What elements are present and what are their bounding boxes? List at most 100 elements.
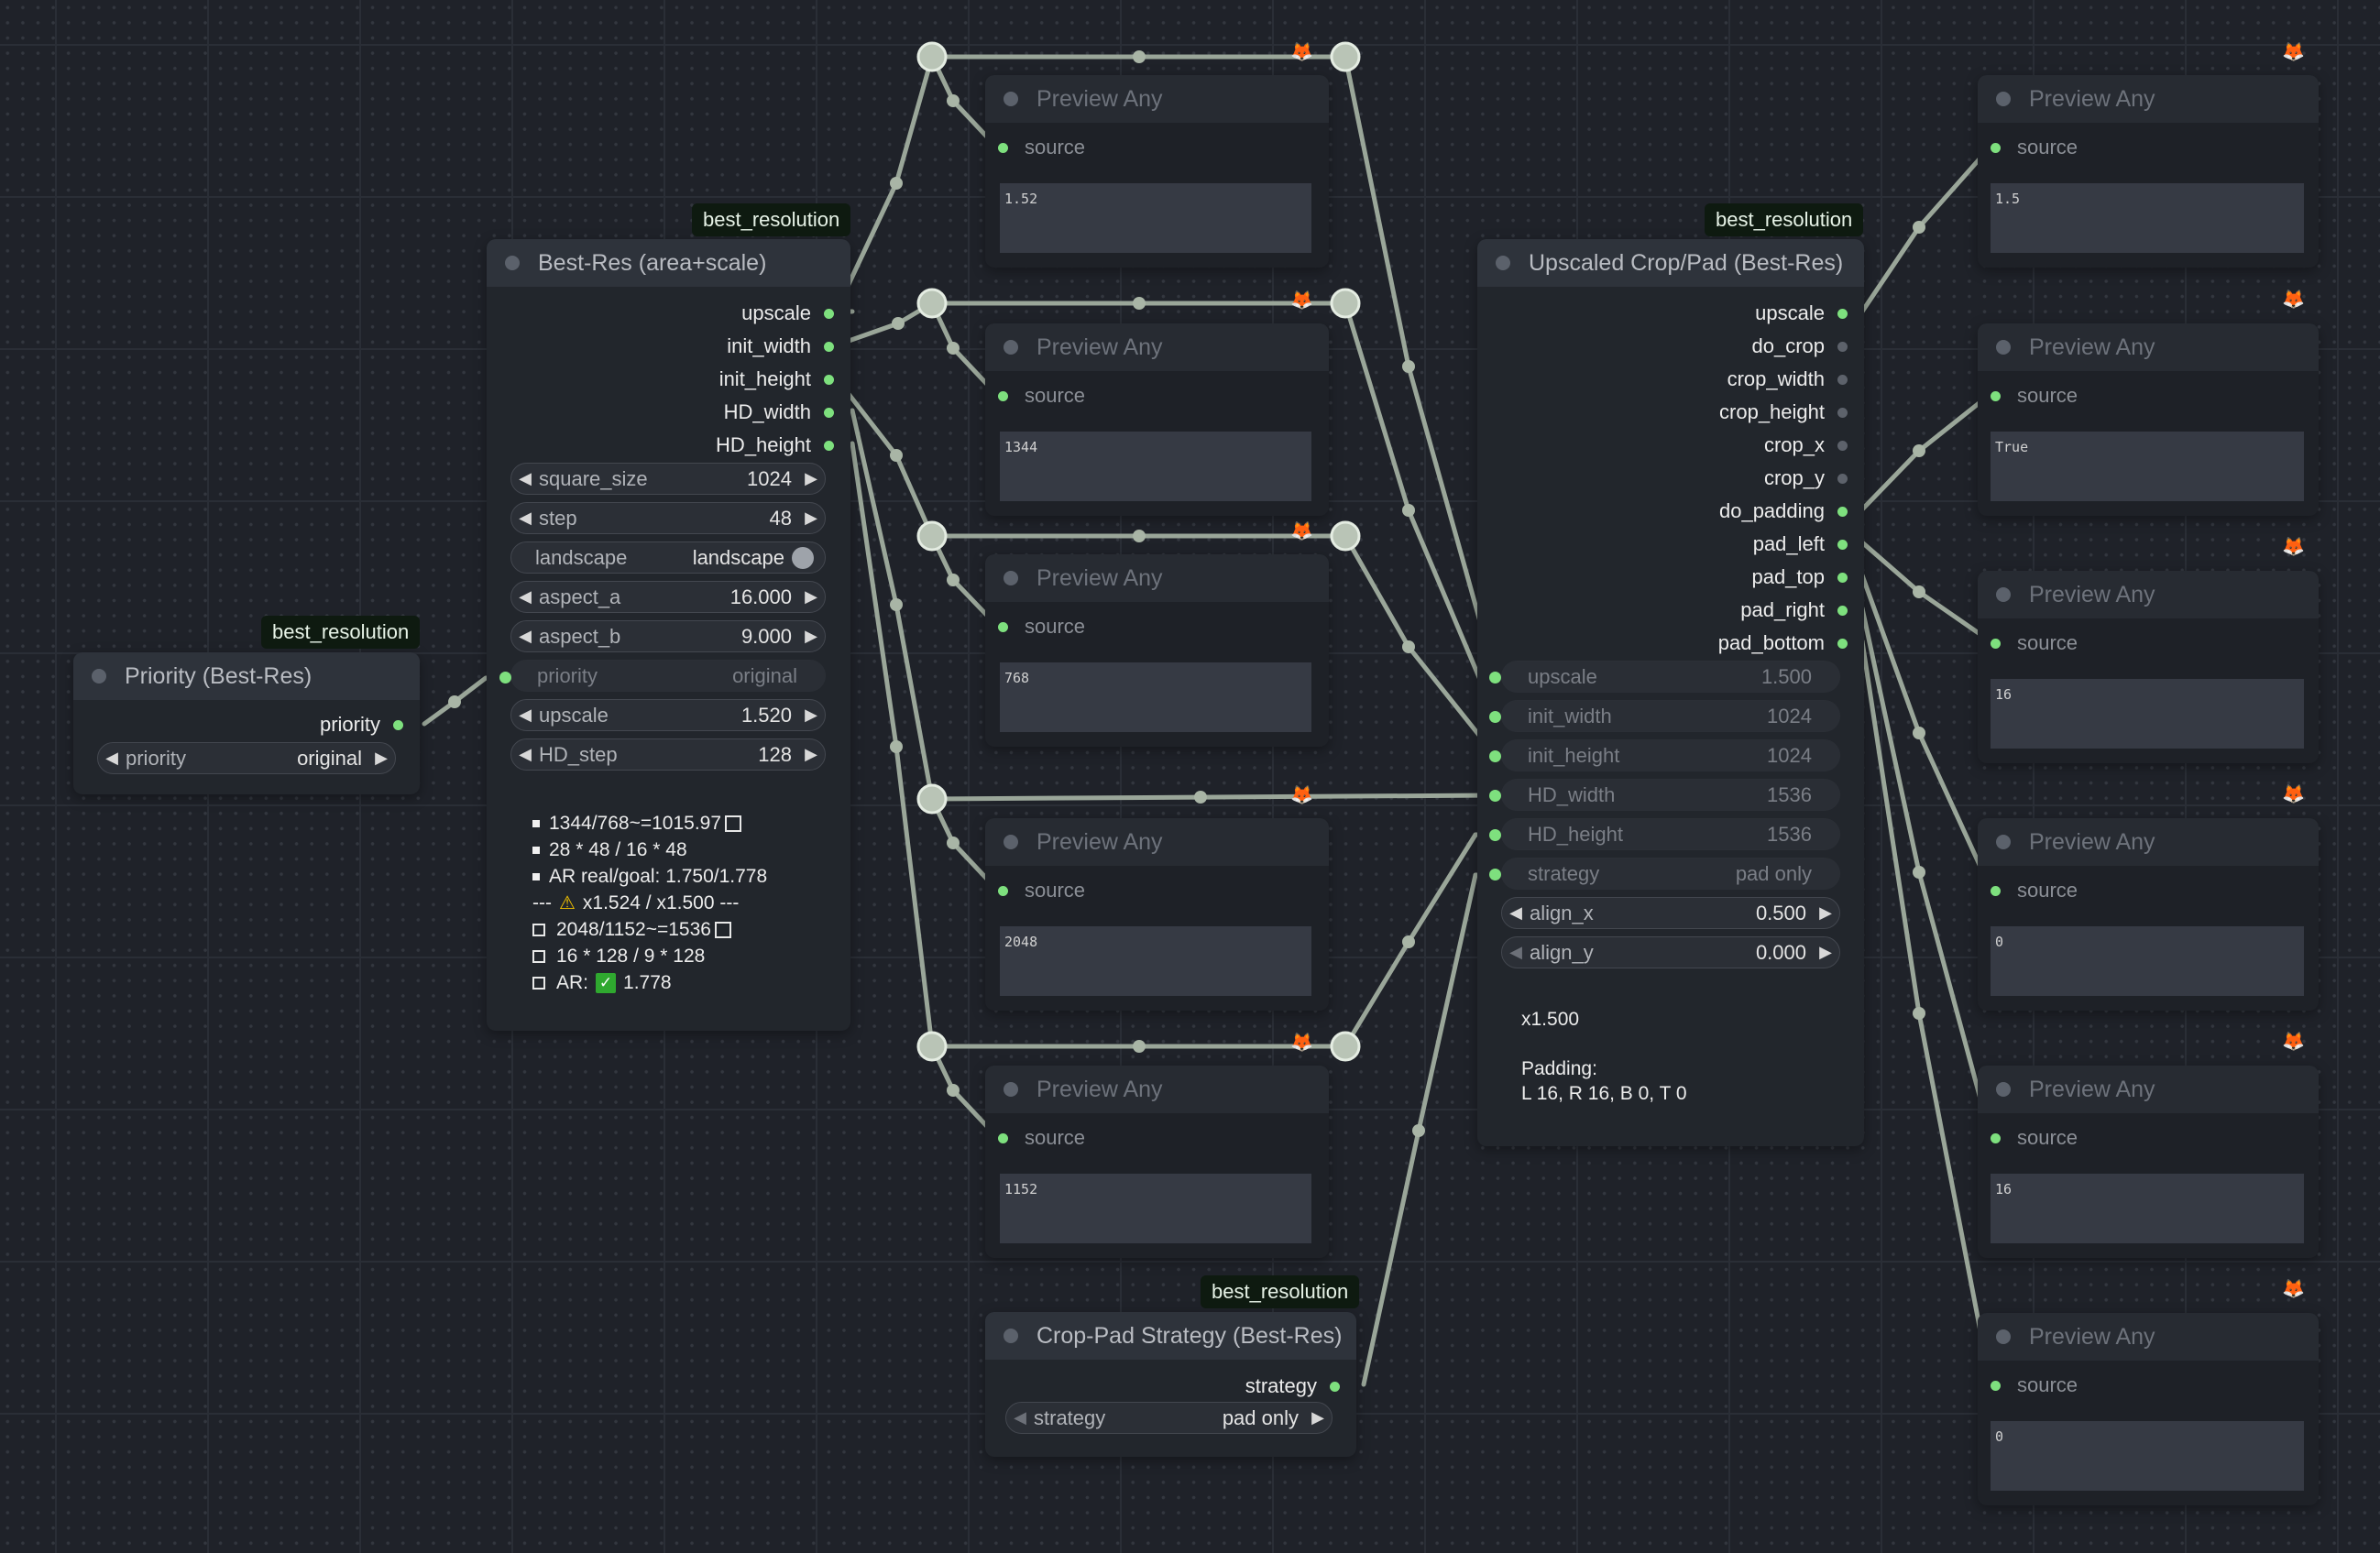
output-crop-height[interactable]: crop_height bbox=[1719, 400, 1848, 424]
slot-dot-icon[interactable] bbox=[1991, 885, 2001, 896]
node-titlebar[interactable]: Preview Any bbox=[985, 818, 1329, 866]
output-upscale[interactable]: upscale bbox=[1755, 301, 1848, 325]
slot-dot-icon[interactable] bbox=[824, 308, 834, 319]
input-source[interactable]: source bbox=[1991, 879, 2078, 902]
slot-dot-icon[interactable] bbox=[1489, 869, 1501, 880]
slot-dot-icon[interactable] bbox=[1991, 142, 2001, 153]
collapse-dot-icon[interactable] bbox=[1004, 571, 1018, 585]
slot-dot-icon[interactable] bbox=[1837, 407, 1848, 418]
arrow-left-icon[interactable]: ◀ bbox=[519, 469, 532, 487]
arrow-left-icon[interactable]: ◀ bbox=[1014, 1408, 1026, 1427]
slot-dot-icon[interactable] bbox=[1837, 308, 1848, 319]
input-source[interactable]: source bbox=[998, 384, 1085, 408]
arrow-left-icon[interactable]: ◀ bbox=[1509, 903, 1522, 922]
slot-dot-icon[interactable] bbox=[1837, 440, 1848, 451]
output-crop-y[interactable]: crop_y bbox=[1764, 466, 1848, 490]
output-upscale[interactable]: upscale bbox=[741, 301, 834, 325]
preview-textbox[interactable]: True bbox=[1991, 432, 2304, 501]
slot-dot-icon[interactable] bbox=[998, 142, 1008, 153]
output-strategy[interactable]: strategy bbox=[1245, 1374, 1340, 1398]
preview-any-node-11[interactable]: Preview Any source 0 bbox=[1978, 1313, 2319, 1505]
preview-textbox[interactable]: 2048 bbox=[1000, 926, 1311, 996]
preview-textbox[interactable]: 16 bbox=[1991, 679, 2304, 749]
node-titlebar[interactable]: Preview Any bbox=[985, 554, 1329, 602]
slot-dot-icon[interactable] bbox=[1330, 1381, 1340, 1392]
toggle-knob-icon[interactable] bbox=[792, 546, 814, 569]
upscaled-crop-pad-node[interactable]: Upscaled Crop/Pad (Best-Res) upscale do_… bbox=[1477, 239, 1864, 1146]
slot-dot-icon[interactable] bbox=[998, 621, 1008, 632]
arrow-left-icon[interactable]: ◀ bbox=[519, 627, 532, 645]
node-titlebar[interactable]: Preview Any bbox=[1978, 818, 2319, 866]
output-priority[interactable]: priority bbox=[320, 713, 403, 737]
collapse-dot-icon[interactable] bbox=[505, 256, 520, 270]
slot-dot-icon[interactable] bbox=[1837, 638, 1848, 649]
slot-dot-icon[interactable] bbox=[393, 719, 403, 730]
node-titlebar[interactable]: Preview Any bbox=[985, 75, 1329, 123]
preview-any-node-3[interactable]: Preview Any source 768 bbox=[985, 554, 1329, 747]
input-source[interactable]: source bbox=[1991, 384, 2078, 408]
slot-dot-icon[interactable] bbox=[824, 407, 834, 418]
arrow-right-icon[interactable]: ▶ bbox=[375, 749, 388, 767]
input-source[interactable]: source bbox=[998, 615, 1085, 639]
slot-dot-icon[interactable] bbox=[1991, 1380, 2001, 1391]
collapse-dot-icon[interactable] bbox=[1996, 92, 2011, 106]
crop-pad-strategy-node[interactable]: Crop-Pad Strategy (Best-Res) strategy ◀s… bbox=[985, 1312, 1356, 1457]
slot-dot-icon[interactable] bbox=[1489, 750, 1501, 762]
node-titlebar[interactable]: Upscaled Crop/Pad (Best-Res) bbox=[1477, 239, 1864, 287]
node-titlebar[interactable]: Preview Any bbox=[1978, 1313, 2319, 1361]
output-hd-width[interactable]: HD_width bbox=[724, 400, 834, 424]
preview-any-node-6[interactable]: Preview Any source 1.5 bbox=[1978, 75, 2319, 268]
node-titlebar[interactable]: Preview Any bbox=[1978, 571, 2319, 618]
collapse-dot-icon[interactable] bbox=[92, 669, 106, 684]
priority-node[interactable]: Priority (Best-Res) priority ◀ priority … bbox=[73, 652, 420, 794]
slot-dot-icon[interactable] bbox=[1489, 672, 1501, 684]
priority-combo[interactable]: ◀ priority original ▶ bbox=[97, 742, 396, 774]
slot-dot-icon[interactable] bbox=[1991, 638, 2001, 649]
collapse-dot-icon[interactable] bbox=[1496, 256, 1510, 270]
preview-textbox[interactable]: 16 bbox=[1991, 1174, 2304, 1243]
output-pad-bottom[interactable]: pad_bottom bbox=[1718, 631, 1848, 655]
arrow-right-icon[interactable]: ▶ bbox=[1819, 903, 1832, 922]
arrow-left-icon[interactable]: ◀ bbox=[519, 745, 532, 763]
output-crop-x[interactable]: crop_x bbox=[1764, 433, 1848, 457]
slot-dot-icon[interactable] bbox=[1489, 790, 1501, 802]
preview-any-node-10[interactable]: Preview Any source 16 bbox=[1978, 1066, 2319, 1258]
arrow-right-icon[interactable]: ▶ bbox=[1311, 1408, 1324, 1427]
arrow-right-icon[interactable]: ▶ bbox=[805, 469, 817, 487]
preview-any-node-4[interactable]: Preview Any source 2048 bbox=[985, 818, 1329, 1011]
slot-dot-icon[interactable] bbox=[824, 374, 834, 385]
slot-dot-icon[interactable] bbox=[1837, 506, 1848, 517]
output-hd-height[interactable]: HD_height bbox=[716, 433, 834, 457]
slot-dot-icon[interactable] bbox=[1837, 374, 1848, 385]
collapse-dot-icon[interactable] bbox=[1996, 835, 2011, 849]
preview-any-node-1[interactable]: Preview Any source 1.52 bbox=[985, 75, 1329, 268]
input-source[interactable]: source bbox=[998, 1126, 1085, 1150]
slot-dot-icon[interactable] bbox=[1837, 539, 1848, 550]
preview-textbox[interactable]: 1152 bbox=[1000, 1174, 1311, 1243]
collapse-dot-icon[interactable] bbox=[1996, 1082, 2011, 1097]
preview-any-node-8[interactable]: Preview Any source 16 bbox=[1978, 571, 2319, 763]
arrow-left-icon[interactable]: ◀ bbox=[1509, 943, 1522, 961]
output-do-crop[interactable]: do_crop bbox=[1751, 334, 1848, 358]
node-titlebar[interactable]: Preview Any bbox=[985, 1066, 1329, 1113]
input-source[interactable]: source bbox=[1991, 1126, 2078, 1150]
preview-any-node-2[interactable]: Preview Any source 1344 bbox=[985, 323, 1329, 516]
slot-dot-icon[interactable] bbox=[1991, 1132, 2001, 1143]
input-source[interactable]: source bbox=[998, 879, 1085, 902]
input-source[interactable]: source bbox=[998, 136, 1085, 159]
preview-textbox[interactable]: 0 bbox=[1991, 926, 2304, 996]
node-titlebar[interactable]: Preview Any bbox=[1978, 323, 2319, 371]
node-titlebar[interactable]: Priority (Best-Res) bbox=[73, 652, 420, 700]
arrow-right-icon[interactable]: ▶ bbox=[1819, 943, 1832, 961]
